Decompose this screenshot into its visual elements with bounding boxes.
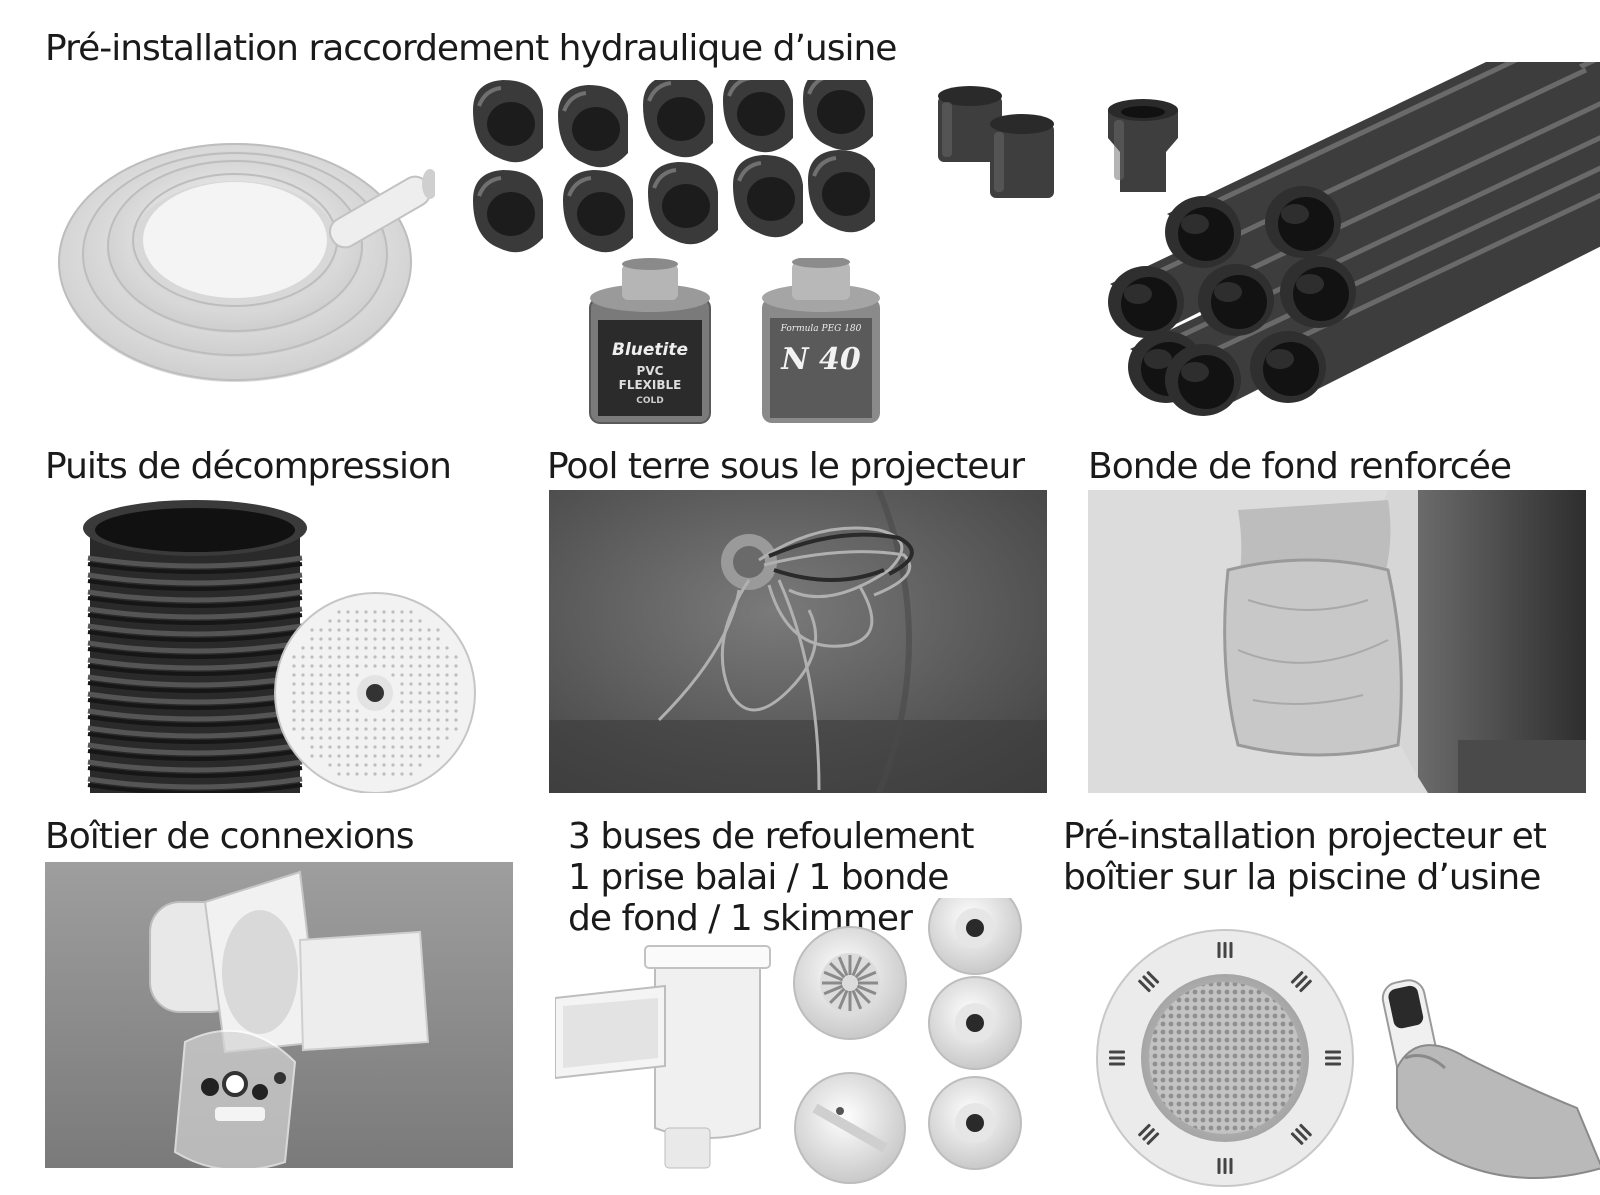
decompression-well-image — [83, 500, 476, 793]
pvc-couplers-image — [938, 86, 1178, 198]
pvc-pipe-bundle-image — [1108, 62, 1600, 416]
section-title-boitier: Boîtier de connexions — [45, 816, 415, 857]
glue-can-2-top: Formula PEG 180 — [780, 324, 862, 334]
skimmer-and-nozzles-image — [555, 898, 1022, 1184]
section-title-pool-terre: Pool terre sous le projecteur — [547, 446, 1025, 487]
section-title-projecteur-line-2: boîtier sur la piscine d’usine — [1063, 857, 1541, 898]
section-title-bonde: Bonde de fond renforcée — [1088, 446, 1512, 487]
glue-can-1-line1: PVC — [636, 364, 664, 378]
glue-can-1-line3: COLD — [636, 396, 664, 406]
page-title: Pré-installation raccordement hydrauliqu… — [45, 28, 897, 69]
glue-can-1-line2: FLEXIBLE — [618, 378, 682, 392]
glue-can-1-brand: Bluetite — [611, 340, 689, 360]
flexible-hose-image — [58, 143, 435, 382]
glue-can-2-code: N 40 — [781, 342, 861, 377]
reinforced-drain-photo — [1088, 490, 1586, 793]
pool-ground-photo — [549, 490, 1047, 793]
section-title-projecteur-line-1: Pré-installation projecteur et — [1063, 816, 1547, 857]
elbow-fitting — [473, 80, 875, 253]
section-title-puits: Puits de décompression — [45, 446, 452, 487]
glue-cans-image: Bluetite PVC FLEXIBLE COLD Formula PEG 1… — [580, 258, 900, 428]
pvc-elbow-fittings-image — [473, 80, 875, 253]
projector-and-remote-image — [1096, 929, 1600, 1187]
section-title-buses-line-1: 3 buses de refoulement — [568, 816, 975, 857]
section-title-buses-line-2: 1 prise balai / 1 bonde — [568, 857, 949, 898]
connection-box-photo — [45, 862, 513, 1168]
